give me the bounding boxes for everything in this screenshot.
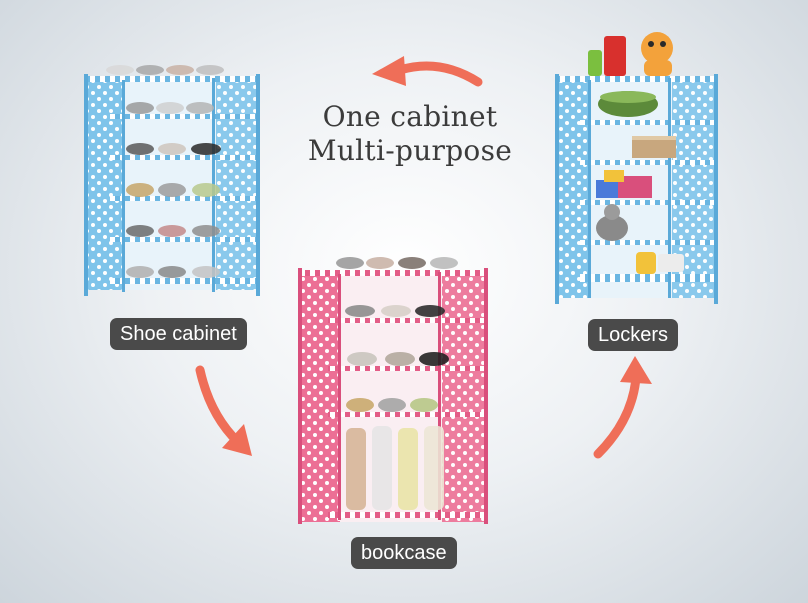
lockers-illustration (555, 32, 718, 304)
headline: One cabinet Multi-purpose (300, 100, 520, 168)
curved-arrow-down-right-icon (195, 365, 252, 456)
headline-line-1: One cabinet (322, 100, 498, 133)
bookcase-label: bookcase (351, 537, 457, 569)
bookcase-illustration (298, 257, 488, 524)
headline-line-2: Multi-purpose (307, 134, 513, 167)
boot-object (604, 36, 626, 76)
curved-arrow-up-icon (593, 356, 652, 459)
lockers-label: Lockers (588, 319, 679, 351)
curved-arrow-left-icon (372, 56, 483, 87)
shoe-cabinet-illustration (84, 65, 260, 296)
plush-toy (641, 32, 673, 64)
shoe-cabinet-label: Shoe cabinet (110, 318, 247, 350)
